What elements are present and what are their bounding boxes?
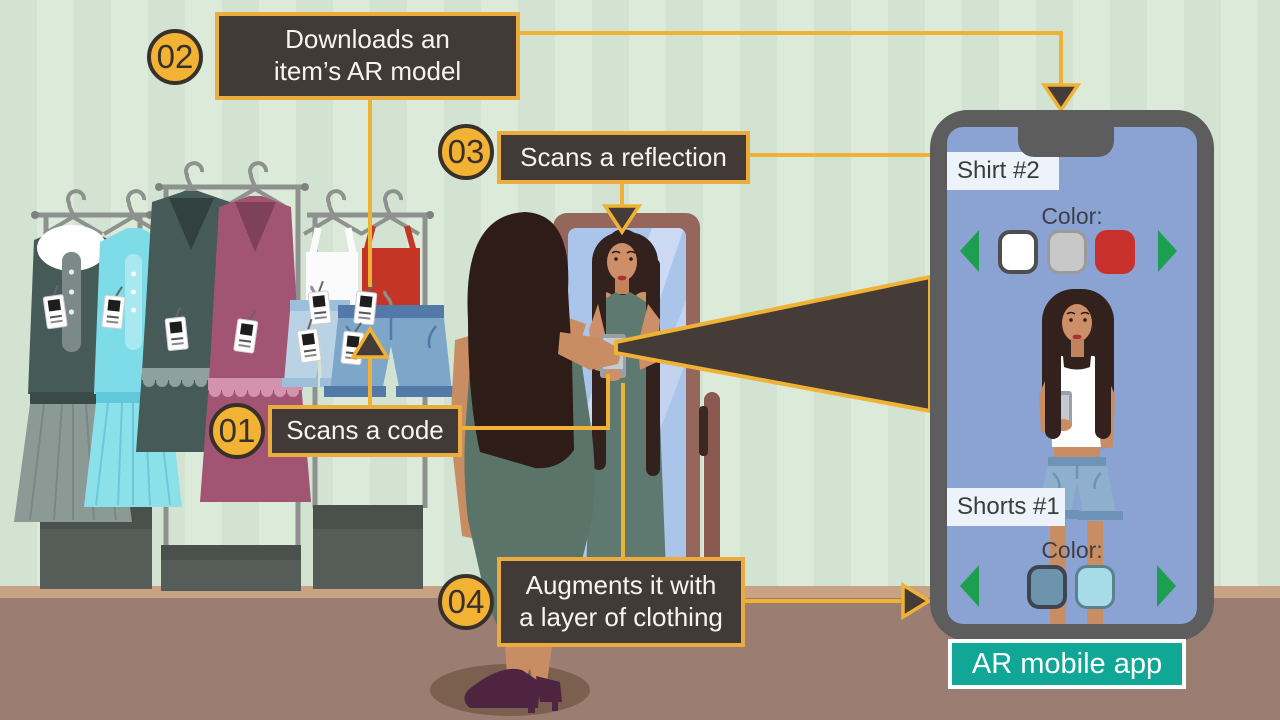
shirt-color-swatch-red[interactable] [1095, 230, 1135, 274]
arrow-up-to-tag-icon [349, 325, 391, 359]
shorts-prev-color-arrow-icon[interactable] [960, 565, 979, 607]
shirt-color-caption: Color: [1041, 203, 1103, 229]
shorts-next-color-arrow-icon[interactable] [1157, 565, 1176, 607]
clothing-rack-right [307, 211, 434, 589]
shirt-prev-color-arrow-icon[interactable] [960, 230, 979, 272]
phone-screen: Shirt #2 Color: Shorts #1 Color: [947, 127, 1197, 624]
step-badge-04: 04 [438, 574, 494, 630]
callout-text-line: a layer of clothing [519, 602, 723, 632]
shirt-color-swatch-white[interactable] [998, 230, 1038, 274]
callout-text-line: Scans a code [286, 415, 444, 446]
shorts-color-swatch-steel[interactable] [1027, 565, 1067, 609]
callout-text-line: Scans a reflection [520, 141, 727, 172]
shorts-color-caption: Color: [1041, 537, 1103, 563]
shorts-item-label: Shorts #1 [947, 488, 1065, 526]
arrow-down-to-mirror-icon [601, 204, 643, 236]
callout-scans-code: Scans a code [268, 405, 462, 457]
connector-arrowheads [349, 83, 1082, 621]
woman-reflection [586, 229, 666, 572]
arrow-down-to-phone-icon [1040, 83, 1082, 114]
shirt-next-color-arrow-icon[interactable] [1158, 230, 1177, 272]
callout-text-line: item’s AR model [273, 56, 462, 86]
phone-notch [1018, 123, 1114, 157]
callout-scans-reflection: Scans a reflection [497, 131, 750, 184]
ar-mobile-app-caption: AR mobile app [948, 639, 1186, 689]
step-badge-01: 01 [209, 403, 265, 459]
step-badge-03: 03 [438, 124, 494, 180]
step-badge-02: 02 [147, 29, 203, 85]
shorts-color-swatch-light[interactable] [1075, 565, 1115, 609]
callout-downloads-ar-model: Downloads an item’s AR model [215, 12, 520, 100]
callout-text-line: Augments it with [525, 570, 717, 601]
mirror [553, 213, 700, 583]
mirror-stand [699, 392, 720, 585]
smartphone-mockup: Shirt #2 Color: Shorts #1 Color: [930, 110, 1214, 641]
connector-lines [368, 31, 1063, 603]
shirt-color-swatch-gray[interactable] [1047, 230, 1087, 274]
callout-text-line: Downloads an [285, 24, 450, 55]
callout-augments-clothing: Augments it with a layer of clothing [497, 557, 745, 647]
arrow-right-to-phone-icon [901, 581, 933, 621]
shirt-item-label: Shirt #2 [947, 152, 1059, 190]
